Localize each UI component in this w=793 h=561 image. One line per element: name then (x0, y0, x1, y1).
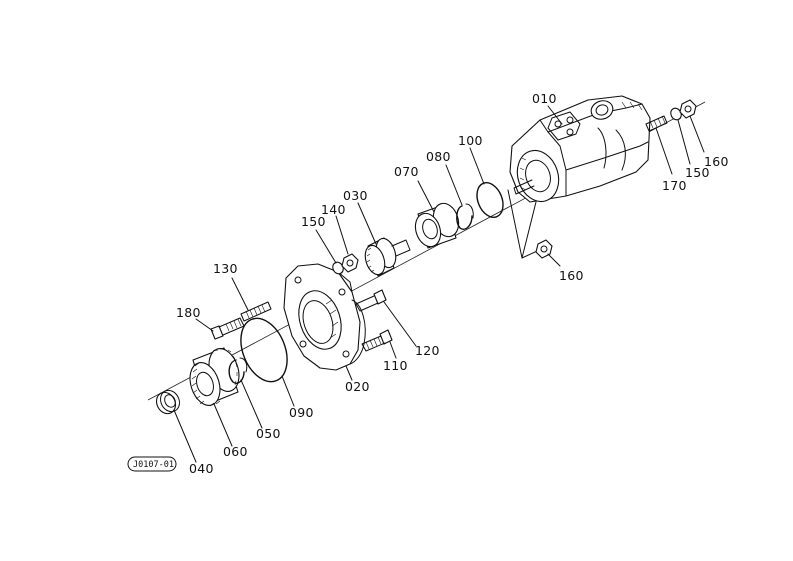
leader-030 (357, 202, 377, 245)
part-010-hydraulic-pump[interactable] (509, 95, 651, 207)
leader-150-left (315, 229, 337, 264)
bracket-160-top (521, 201, 537, 259)
part-080-circlip[interactable] (456, 203, 474, 230)
label-140: 140 (321, 202, 346, 217)
leader-110 (389, 341, 397, 359)
part-180-bolt[interactable] (210, 317, 245, 340)
label-150-right: 150 (685, 165, 710, 180)
part-060-gear[interactable] (185, 345, 244, 409)
label-030: 030 (343, 188, 368, 203)
label-090: 090 (289, 405, 314, 420)
label-170: 170 (662, 178, 687, 193)
label-160-lower: 160 (559, 268, 584, 283)
leader-090 (281, 375, 295, 407)
part-130-stud[interactable] (240, 301, 272, 322)
leader-120 (383, 301, 417, 347)
leader-080 (445, 164, 463, 206)
leader-040 (173, 409, 197, 463)
label-110: 110 (383, 358, 408, 373)
drawing-code-stamp: J0107-01 (127, 456, 177, 472)
label-040: 040 (189, 461, 214, 476)
leader-180 (195, 318, 214, 332)
label-120: 120 (415, 343, 440, 358)
leader-140 (335, 215, 349, 255)
leader-010 (547, 105, 563, 125)
label-080: 080 (426, 149, 451, 164)
part-030-pinion-gear[interactable] (362, 236, 411, 277)
label-160-upper: 160 (704, 154, 729, 169)
leader-170 (655, 127, 673, 175)
leader-060 (213, 403, 233, 447)
label-130: 130 (213, 261, 238, 276)
part-160-nut-upper[interactable] (679, 99, 697, 119)
part-120-bolt[interactable] (355, 289, 387, 312)
part-100-o-ring[interactable] (472, 179, 508, 221)
drawing-code-label: J0107-01 (133, 460, 174, 470)
part-170-stud[interactable] (645, 115, 668, 132)
label-070: 070 (394, 164, 419, 179)
label-150-left: 150 (301, 214, 326, 229)
leader-160-upper (689, 115, 705, 153)
label-100: 100 (458, 133, 483, 148)
part-140-nut[interactable] (341, 253, 359, 273)
leader-050 (240, 379, 263, 429)
label-010: 010 (532, 91, 557, 106)
leader-130 (231, 277, 249, 311)
leader-020 (345, 365, 353, 381)
part-070-bearing[interactable] (411, 200, 462, 250)
part-020-flange-housing[interactable] (283, 263, 366, 371)
part-110-bolt[interactable] (361, 329, 393, 352)
label-020: 020 (345, 379, 370, 394)
label-060: 060 (223, 444, 248, 459)
label-180: 180 (176, 305, 201, 320)
leader-160-lower (547, 253, 561, 267)
part-040-oil-seal[interactable] (153, 387, 183, 417)
leader-100 (469, 147, 485, 185)
label-050: 050 (256, 426, 281, 441)
leader-150-right (677, 119, 691, 165)
leader-070 (417, 180, 435, 213)
part-090-o-ring[interactable] (232, 312, 296, 389)
